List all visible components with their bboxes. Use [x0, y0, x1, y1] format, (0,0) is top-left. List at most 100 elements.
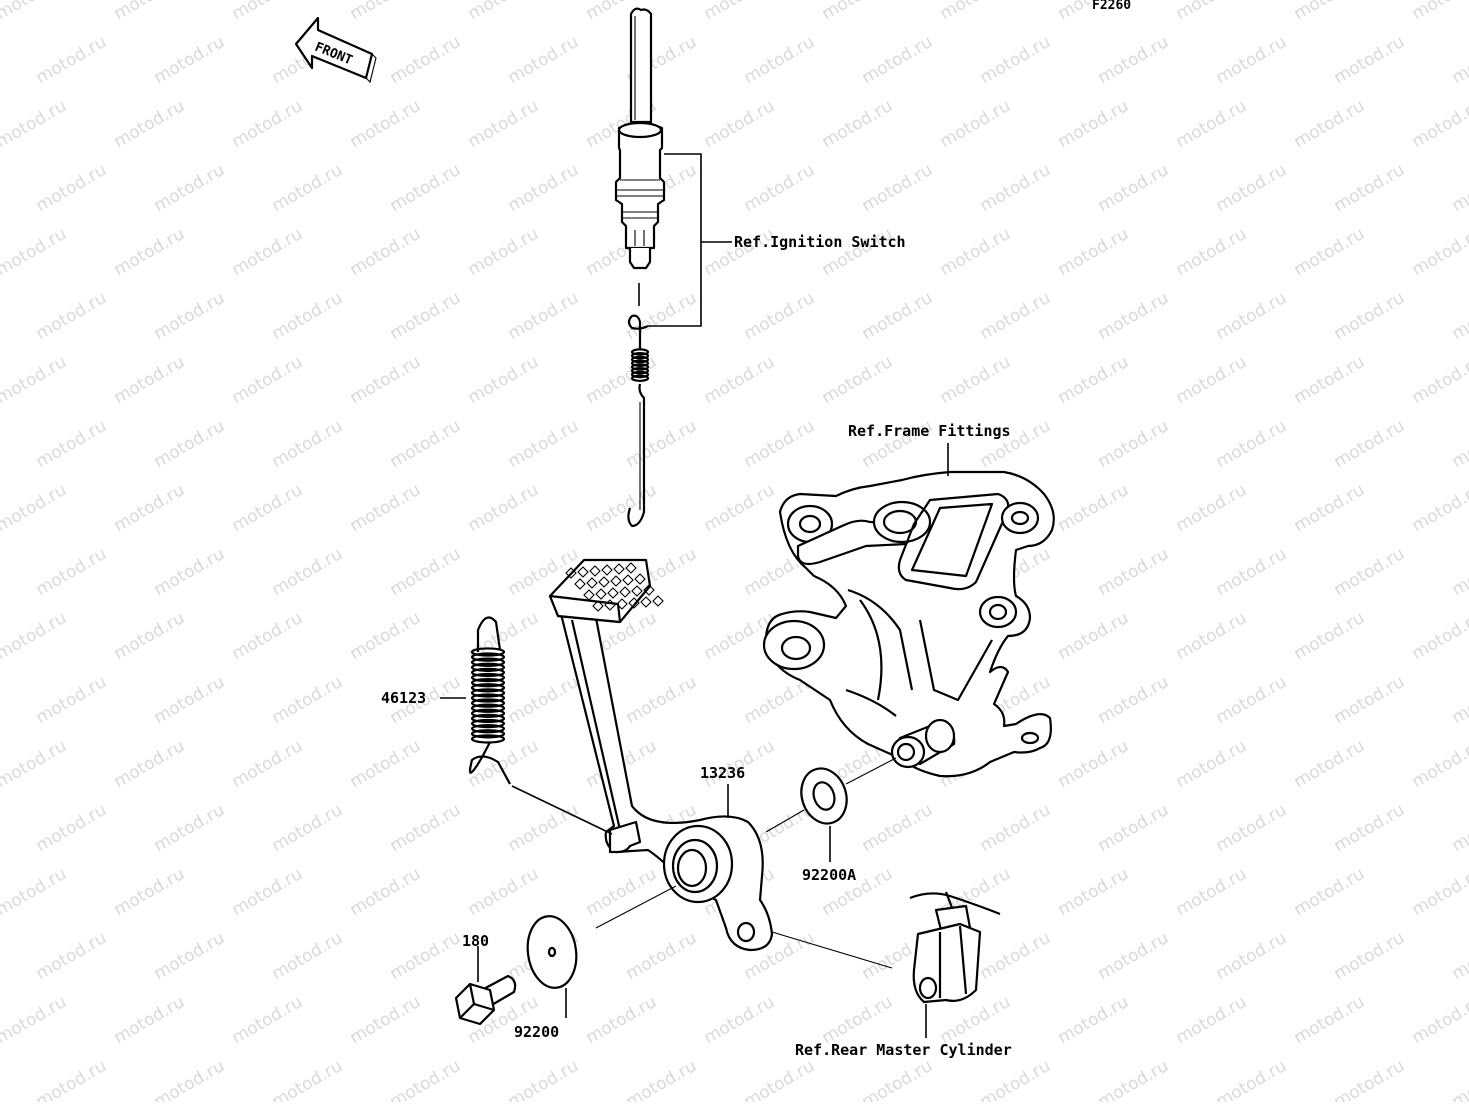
watermark-text: motod.ru: [583, 864, 661, 920]
watermark-text: motod.ru: [1291, 608, 1369, 664]
watermark-text: motod.ru: [1331, 288, 1409, 344]
pad-grip-diamond: [653, 596, 663, 606]
watermark-text: motod.ru: [701, 992, 779, 1048]
watermark-text: motod.ru: [1449, 800, 1469, 856]
watermark-text: motod.ru: [465, 736, 543, 792]
watermark-text: motod.ru: [977, 928, 1055, 984]
washer-92200: [523, 913, 581, 991]
watermark-text: motod.ru: [977, 800, 1055, 856]
watermark-text: motod.ru: [1409, 736, 1469, 792]
watermark-text: motod.ru: [347, 0, 425, 24]
watermark-text: motod.ru: [111, 0, 189, 24]
watermark-text: motod.ru: [0, 352, 70, 408]
watermark-text: motod.ru: [33, 416, 111, 472]
watermark-text: motod.ru: [1095, 672, 1173, 728]
watermark-text: motod.ru: [1449, 416, 1469, 472]
watermark-text: motod.ru: [1291, 224, 1369, 280]
watermark-text: motod.ru: [859, 800, 937, 856]
watermark-text: motod.ru: [33, 1056, 111, 1102]
watermark-text: motod.ru: [1449, 672, 1469, 728]
watermark-text: motod.ru: [1173, 96, 1251, 152]
watermark-text: motod.ru: [977, 1056, 1055, 1102]
watermark-text: motod.ru: [1095, 160, 1173, 216]
watermark-text: motod.ru: [583, 480, 661, 536]
watermark-text: motod.ru: [1173, 736, 1251, 792]
watermark-text: motod.ru: [387, 800, 465, 856]
watermark-text: motod.ru: [701, 0, 779, 24]
watermark-text: motod.ru: [1331, 1056, 1409, 1102]
watermark-text: motod.ru: [1055, 96, 1133, 152]
watermark-text: motod.ru: [505, 672, 583, 728]
watermark-text: motod.ru: [347, 96, 425, 152]
watermark-text: motod.ru: [1095, 288, 1173, 344]
watermark-text: motod.ru: [465, 864, 543, 920]
watermark-text: motod.ru: [1213, 288, 1291, 344]
watermark-text: motod.ru: [1055, 992, 1133, 1048]
watermark-text: motod.ru: [151, 160, 229, 216]
watermark-text: motod.ru: [741, 288, 819, 344]
watermark-text: motod.ru: [465, 0, 543, 24]
watermark-text: motod.ru: [347, 992, 425, 1048]
watermark-text: motod.ru: [1173, 480, 1251, 536]
watermark-text: motod.ru: [859, 32, 937, 88]
watermark-text: motod.ru: [0, 992, 70, 1048]
watermark-text: motod.ru: [111, 864, 189, 920]
watermark-text: motod.ru: [1409, 96, 1469, 152]
watermark-text: motod.ru: [741, 1056, 819, 1102]
watermark-text: motod.ru: [387, 544, 465, 600]
watermark-text: motod.ru: [1173, 992, 1251, 1048]
watermark-text: motod.ru: [465, 224, 543, 280]
watermark-text: motod.ru: [741, 160, 819, 216]
watermark-text: motod.ru: [1449, 928, 1469, 984]
watermark-text: motod.ru: [269, 672, 347, 728]
watermark-text: motod.ru: [33, 160, 111, 216]
watermark-text: motod.ru: [0, 224, 70, 280]
watermark-text: motod.ru: [1449, 160, 1469, 216]
watermark-text: motod.ru: [229, 480, 307, 536]
watermark-text: motod.ru: [1055, 224, 1133, 280]
watermark-text: motod.ru: [0, 0, 70, 24]
watermark-text: motod.ru: [977, 288, 1055, 344]
watermark-text: motod.ru: [1055, 352, 1133, 408]
watermark-text: motod.ru: [0, 480, 70, 536]
watermark-text: motod.ru: [1213, 32, 1291, 88]
watermark-text: motod.ru: [1331, 800, 1409, 856]
watermark-text: motod.ru: [1095, 544, 1173, 600]
watermark-text: motod.ru: [1331, 672, 1409, 728]
watermark-text: motod.ru: [269, 416, 347, 472]
watermark-text: motod.ru: [1449, 544, 1469, 600]
watermark-text: motod.ru: [465, 352, 543, 408]
watermark-text: motod.ru: [505, 1056, 583, 1102]
label-brake-pedal: 13236: [700, 764, 745, 782]
watermark-text: motod.ru: [1331, 160, 1409, 216]
watermark-text: motod.ru: [347, 736, 425, 792]
watermark-text: motod.ru: [0, 864, 70, 920]
watermark-text: motod.ru: [111, 736, 189, 792]
watermark-text: motod.ru: [701, 96, 779, 152]
watermark-text: motod.ru: [269, 928, 347, 984]
watermark-text: motod.ru: [269, 1056, 347, 1102]
watermark-text: motod.ru: [1409, 0, 1469, 24]
watermark-text: motod.ru: [229, 224, 307, 280]
watermark-text: motod.ru: [347, 480, 425, 536]
watermark-text: motod.ru: [1213, 1056, 1291, 1102]
watermark-text: motod.ru: [1449, 32, 1469, 88]
watermark-text: motod.ru: [741, 416, 819, 472]
watermark-text: motod.ru: [1213, 416, 1291, 472]
watermark-text: motod.ru: [229, 96, 307, 152]
watermark-text: motod.ru: [1213, 544, 1291, 600]
watermark-text: motod.ru: [1173, 864, 1251, 920]
watermark-text: motod.ru: [937, 0, 1015, 24]
watermark-text: motod.ru: [269, 800, 347, 856]
watermark-text: motod.ru: [111, 992, 189, 1048]
watermark-text: motod.ru: [33, 672, 111, 728]
pad-grip-diamond: [641, 597, 651, 607]
return-spring-coil: [472, 735, 504, 742]
watermark-text: motod.ru: [151, 928, 229, 984]
watermark-text: motod.ru: [1409, 864, 1469, 920]
watermark-text: motod.ru: [387, 1056, 465, 1102]
watermark-text: motod.ru: [505, 160, 583, 216]
watermark-text: motod.ru: [1449, 288, 1469, 344]
label-rear-master-cylinder: Ref.Rear Master Cylinder: [795, 1041, 1012, 1059]
watermark-text: motod.ru: [387, 32, 465, 88]
